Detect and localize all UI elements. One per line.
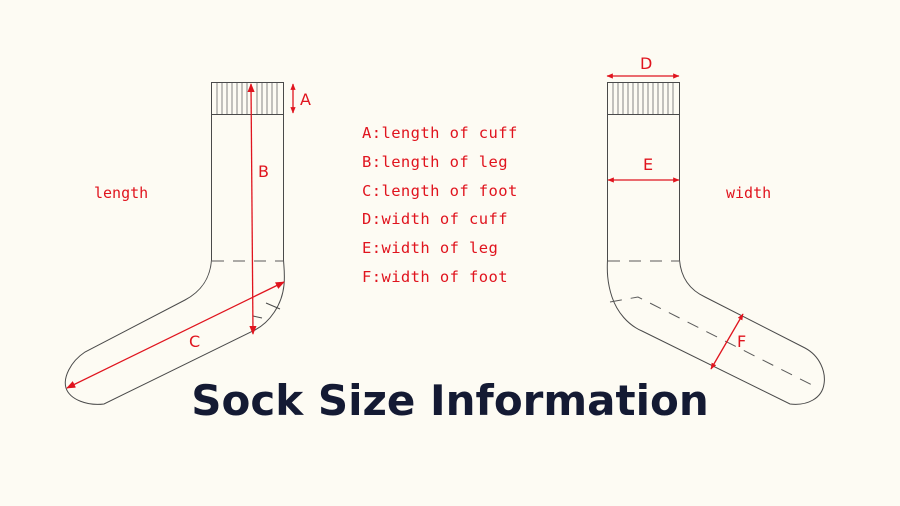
right-sock-outline xyxy=(606,82,825,405)
marker-b: B xyxy=(258,162,269,181)
legend-item-d: D:width of cuff xyxy=(362,210,508,229)
right-cuff-ribbing xyxy=(612,83,674,114)
dimension-b-arrow xyxy=(247,83,257,335)
dimension-c-arrow xyxy=(66,281,285,389)
legend-item-a: A:length of cuff xyxy=(362,124,518,142)
legend-item-c: C:length of foot xyxy=(362,181,518,200)
legend-item-b: B:length of leg xyxy=(362,152,508,171)
measurement-legend: A:length of cuff B:length of leg C:lengt… xyxy=(362,122,518,295)
marker-c: C xyxy=(189,332,201,351)
width-caption: width xyxy=(726,184,772,202)
marker-a: A xyxy=(300,90,311,109)
legend-item-f: F:width of foot xyxy=(362,267,508,286)
dimension-f-arrow xyxy=(710,313,744,370)
page-title: Sock Size Information xyxy=(191,376,709,425)
length-caption: length xyxy=(94,184,149,202)
marker-d: D xyxy=(640,54,653,73)
legend-item-e: E:width of leg xyxy=(362,239,499,258)
marker-e: E xyxy=(643,155,654,174)
left-cuff-ribbing xyxy=(216,83,278,114)
marker-f: F xyxy=(737,332,747,351)
